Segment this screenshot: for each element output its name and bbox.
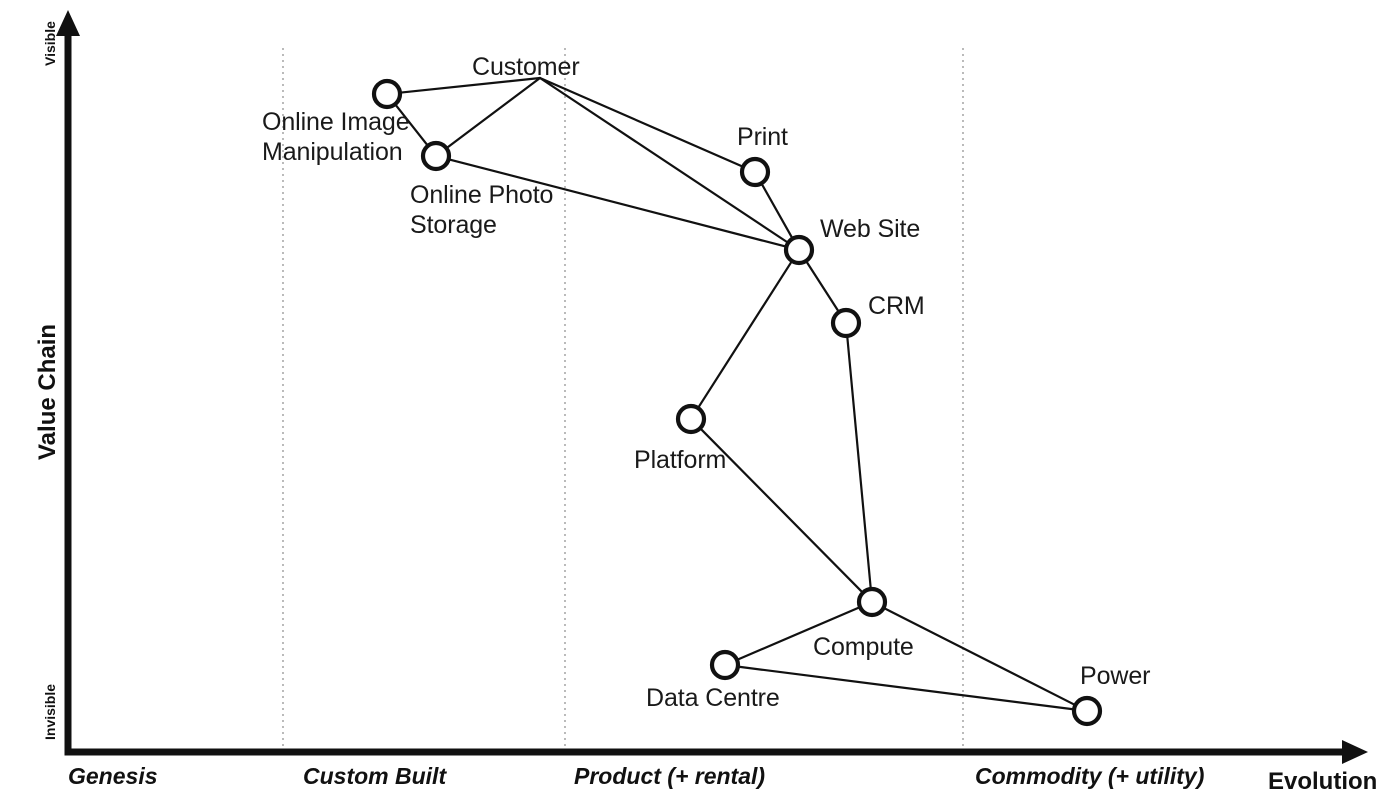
node-label-power: Power [1080,662,1151,690]
node-label-online-image-manipulation: Online Image Manipulation [262,108,410,166]
map-links [394,76,1076,711]
y-axis-top-label: Visible [42,21,58,66]
x-axis-arrowhead [1342,740,1368,764]
node-data-centre[interactable] [709,649,741,681]
evolution-stage-label-genesis: Genesis [68,763,158,789]
link-web-site-to-crm [805,260,840,313]
node-web-site[interactable] [783,234,815,266]
node-print[interactable] [739,156,771,188]
link-online-photo-storage-to-web-site [448,158,787,248]
node-label-web-site: Web Site [820,215,921,243]
evolution-stage-label-custom-built: Custom Built [303,763,447,789]
link-customer-to-web-site [538,76,789,244]
node-platform[interactable] [675,403,707,435]
link-print-to-web-site [760,183,794,239]
node-label-compute: Compute [813,633,914,661]
evolution-stage-label-commodity-utility: Commodity (+ utility) [975,763,1205,789]
node-label-platform: Platform [634,446,727,474]
node-crm[interactable] [830,307,862,339]
link-online-image-manipulation-to-online-photo-storage [394,103,429,147]
node-label-customer: Customer [472,53,580,81]
node-label-data-centre: Data Centre [646,684,780,712]
node-label-crm: CRM [868,292,925,320]
link-compute-to-data-centre [736,606,861,661]
y-axis-title: Value Chain [34,323,61,460]
link-platform-to-compute [699,427,864,594]
link-data-centre-to-power [737,665,1075,711]
node-online-image-manipulation[interactable] [371,78,403,110]
node-compute[interactable] [856,586,888,618]
node-label-print: Print [737,123,788,151]
y-axis-bottom-label: Invisible [42,683,58,740]
axes [56,10,1368,764]
node-online-photo-storage[interactable] [420,140,452,172]
node-label-online-photo-storage: Online Photo Storage [410,181,554,239]
link-customer-to-print [538,76,744,168]
y-axis-arrowhead [56,10,80,36]
link-crm-to-compute [846,335,872,590]
x-axis-title: Evolution [1268,768,1378,795]
link-customer-to-online-photo-storage [446,76,542,149]
link-web-site-to-platform [697,260,793,409]
node-power[interactable] [1071,695,1103,727]
evolution-dividers [282,48,964,748]
link-customer-to-online-image-manipulation [399,76,542,94]
map-nodes [371,78,1103,727]
link-compute-to-power [883,607,1076,706]
evolution-stage-label-product-rental: Product (+ rental) [574,763,766,789]
